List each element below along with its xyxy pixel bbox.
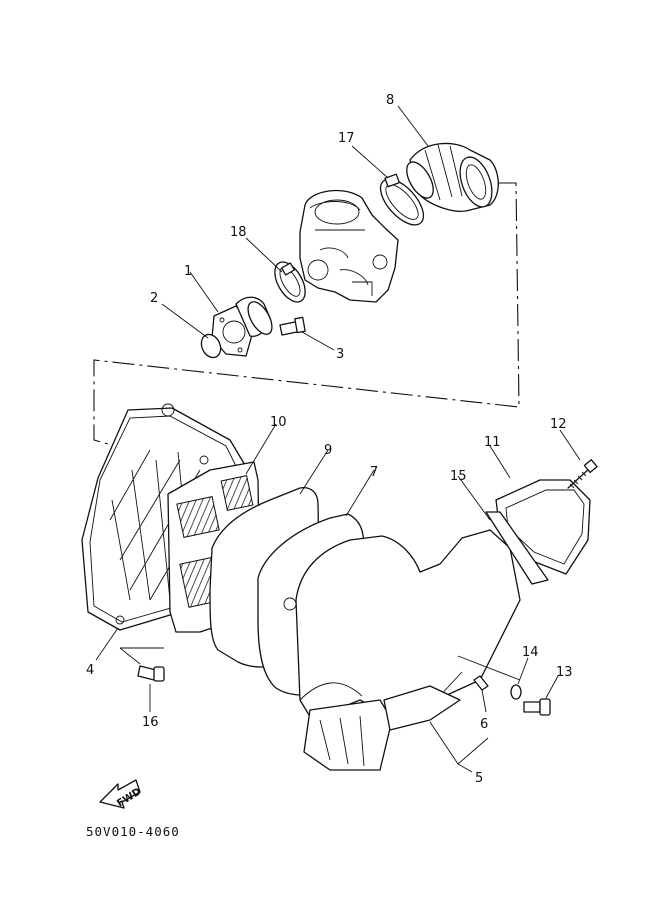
part-2-o-ring [200, 333, 222, 359]
part-3-screw [279, 316, 306, 336]
fwd-arrow-icon: FWD [99, 779, 143, 810]
callout-5: 5 [475, 771, 483, 786]
part-13-bolt [523, 698, 551, 716]
callout-13: 13 [556, 665, 573, 680]
callout-6: 6 [480, 717, 488, 732]
leader-lines [95, 105, 581, 773]
callout-16: 16 [142, 715, 159, 730]
callout-11: 11 [484, 435, 501, 450]
callout-17: 17 [338, 131, 355, 146]
part-12-screw [567, 459, 598, 489]
callout-3: 3 [336, 347, 344, 362]
assembly-line [93, 182, 520, 449]
callout-2: 2 [150, 291, 158, 306]
part-8-intake-joint [406, 142, 499, 212]
drawing-code: 50V010-4060 [86, 824, 180, 839]
callout-1: 1 [184, 264, 192, 279]
carburetor [299, 189, 399, 303]
callout-18: 18 [230, 225, 247, 240]
callout-8: 8 [386, 93, 394, 108]
callout-10: 10 [270, 415, 287, 430]
part-17-clamp [379, 173, 425, 226]
part-1-carb-joint [211, 296, 273, 357]
callout-4: 4 [86, 663, 94, 678]
callout-7: 7 [370, 465, 378, 480]
part-18-clamp [274, 261, 306, 303]
part-16-bolt [137, 665, 165, 682]
part-14-washer [510, 684, 522, 700]
callout-12: 12 [550, 417, 567, 432]
part-5-cover [283, 529, 521, 771]
part-6-screw [473, 675, 489, 691]
callout-15: 15 [450, 469, 467, 484]
part-15-seal [485, 511, 549, 585]
callout-14: 14 [522, 645, 539, 660]
callout-9: 9 [324, 443, 332, 458]
